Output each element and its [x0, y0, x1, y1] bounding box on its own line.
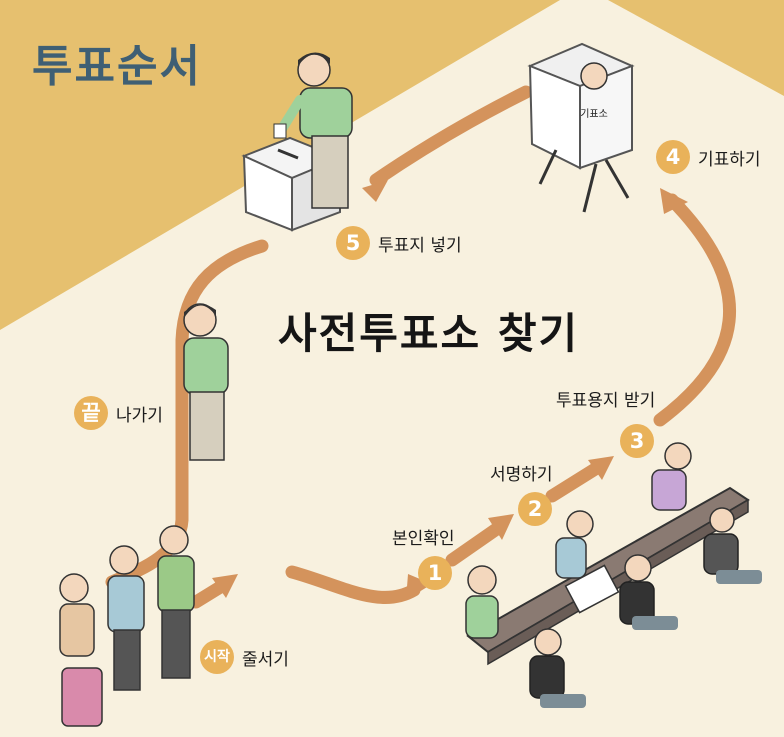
queue-people — [59, 525, 195, 727]
step-2: 2 — [518, 492, 552, 526]
arrowhead-5 — [362, 180, 388, 202]
step-1-label: 본인확인 — [392, 529, 455, 549]
step-3: 3 — [620, 424, 654, 458]
registration-desk — [465, 442, 762, 708]
step-3-label: 투표용지 받기 — [556, 391, 656, 411]
booth-sign: 기표소 — [580, 108, 608, 120]
route-arrow-2-to-3 — [545, 459, 607, 503]
main-title: 사전투표소 찾기 — [278, 309, 580, 358]
step-2-badge: 2 — [518, 492, 552, 526]
route-arrow-3-to-4 — [653, 193, 737, 427]
step-2-label: 서명하기 — [490, 465, 553, 485]
route-arrow-1-to-2 — [445, 521, 505, 567]
step-start-label: 줄서기 — [242, 649, 289, 670]
top-right-band — [608, 0, 784, 96]
step-5-label: 투표지 넣기 — [378, 235, 462, 256]
step-3-badge: 3 — [620, 424, 654, 458]
arrowhead-1 — [406, 574, 432, 600]
route-arrowheads — [212, 180, 688, 600]
step-end-badge: 끝 — [74, 396, 108, 430]
exiting-voter — [183, 303, 229, 461]
step-1: 1 — [418, 556, 452, 590]
route-arrow-entry — [189, 579, 229, 609]
corner-title: 투표순서 — [32, 41, 202, 92]
voting-booth — [527, 42, 635, 213]
step-4: 4 기표하기 — [656, 140, 761, 174]
step-end-label: 나가기 — [116, 405, 163, 426]
step-5: 5 투표지 넣기 — [336, 226, 462, 260]
arrowhead-entry — [212, 574, 238, 598]
voter-at-ballot-box — [273, 52, 353, 209]
step-4-label: 기표하기 — [698, 149, 761, 170]
step-5-badge: 5 — [336, 226, 370, 260]
arrowhead-2 — [488, 514, 514, 540]
route-arrow-4-to-5 — [369, 85, 533, 187]
arrowhead-4 — [660, 188, 688, 214]
step-end: 끝 나가기 — [74, 396, 163, 430]
step-1-badge: 1 — [418, 556, 452, 590]
route-arrow-to-1 — [285, 565, 421, 604]
step-start: 시작 줄서기 — [200, 640, 289, 674]
route-arrow-5-to-end — [105, 239, 269, 589]
route-path — [105, 85, 737, 609]
step-4-badge: 4 — [656, 140, 690, 174]
arrowhead-3 — [588, 456, 614, 480]
step-start-badge: 시작 — [200, 640, 234, 674]
